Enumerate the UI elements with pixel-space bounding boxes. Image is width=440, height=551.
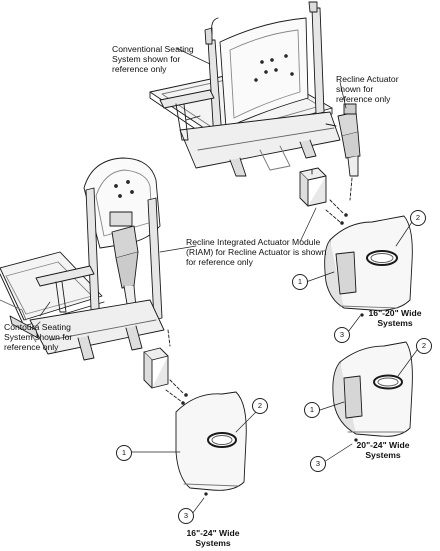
callout-3-middle: 3 (310, 456, 326, 472)
cover-20-24-illustration (332, 341, 413, 442)
callout-1-middle: 1 (304, 402, 320, 418)
leader-lines (39, 47, 421, 515)
caption-16-24-wide: 16"-24" Wide Systems (186, 528, 240, 548)
note-riam: Recline Integrated Actuator Module (RIAM… (186, 237, 327, 268)
conventional-seating-illustration (149, 1, 361, 177)
note-conventional-seating: Conventional Seating System shown for re… (112, 44, 194, 75)
riam-module-exploded-lower (143, 329, 188, 405)
callout-1-upper: 1 (292, 274, 308, 290)
callout-3-lower: 3 (178, 508, 194, 524)
callout-2-lower: 2 (252, 398, 268, 414)
caption-16-20-wide: 16"-20" Wide Systems (368, 308, 422, 328)
callout-1-lower: 1 (116, 445, 132, 461)
caption-20-24-wide: 20"-24" Wide Systems (356, 440, 410, 460)
note-contoura-seating: Contoura Seating System shown for refere… (4, 322, 73, 353)
callout-2-middle: 2 (416, 338, 432, 354)
cover-16-24-illustration (175, 391, 247, 496)
cover-16-20-illustration (324, 215, 413, 317)
note-recline-actuator: Recline Actuator shown for reference onl… (336, 74, 399, 105)
contoura-seating-illustration (0, 157, 165, 361)
riam-module-exploded-upper (299, 167, 353, 225)
callout-2-upper: 2 (410, 210, 426, 226)
callout-3-upper: 3 (334, 327, 350, 343)
